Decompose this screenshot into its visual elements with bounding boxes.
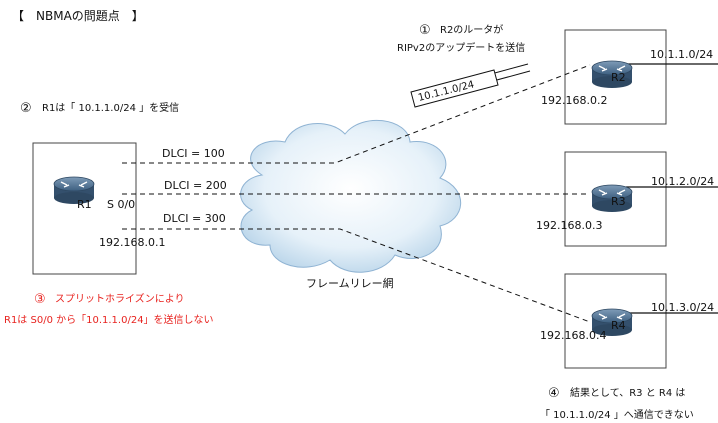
note2-number: ② [20,101,32,116]
r2-lan: 10.1.1.0/24 [650,48,713,61]
r1-interface: S 0/0 [107,198,135,211]
r3-site-box [564,151,667,247]
r1-ip: 192.168.0.1 [99,236,165,249]
note3-line1: スプリットホライズンにより [55,292,185,305]
note4-line1: 結果として、R3 と R4 は [570,386,685,399]
frame-relay-cloud [240,119,462,273]
note2-text: R1は「 10.1.1.0/24 」を受信 [42,102,179,114]
note4-line2: 「 10.1.1.0/24 」へ通信できない [540,409,694,421]
note3-number: ③ [34,292,46,307]
note1-line2: RIPv2のアップデートを送信 [397,41,525,54]
r1-name: R1 [77,198,92,211]
page-title: 【 NBMAの問題点 】 [12,9,144,23]
r4-lan: 10.1.3.0/24 [651,301,714,314]
r3-name: R3 [611,195,626,208]
note1-line1: R2のルータが [440,23,503,36]
note1-number: ① [419,23,431,38]
rip-update-packet: 10.1.1.0/24 [410,63,531,108]
note3-line2: R1は S0/0 から「10.1.1.0/24」を送信しない [4,313,214,326]
r3-ip: 192.168.0.3 [536,219,602,232]
r2-ip: 192.168.0.2 [541,94,607,107]
dlci-100-label: DLCI = 100 [162,147,225,160]
link-r1-r4 [122,228,591,323]
dlci-300-label: DLCI = 300 [163,212,226,225]
dlci-200-label: DLCI = 200 [164,179,227,192]
r3-lan: 10.1.2.0/24 [651,175,714,188]
r4-site-box [564,273,667,369]
note4-number: ④ [548,386,560,401]
r4-name: R4 [611,319,626,332]
r1-site-box [32,142,137,275]
r2-name: R2 [611,71,626,84]
cloud-label: フレームリレー網 [306,276,394,290]
r4-ip: 192.168.0.4 [540,329,606,342]
r2-site-box [564,29,667,125]
